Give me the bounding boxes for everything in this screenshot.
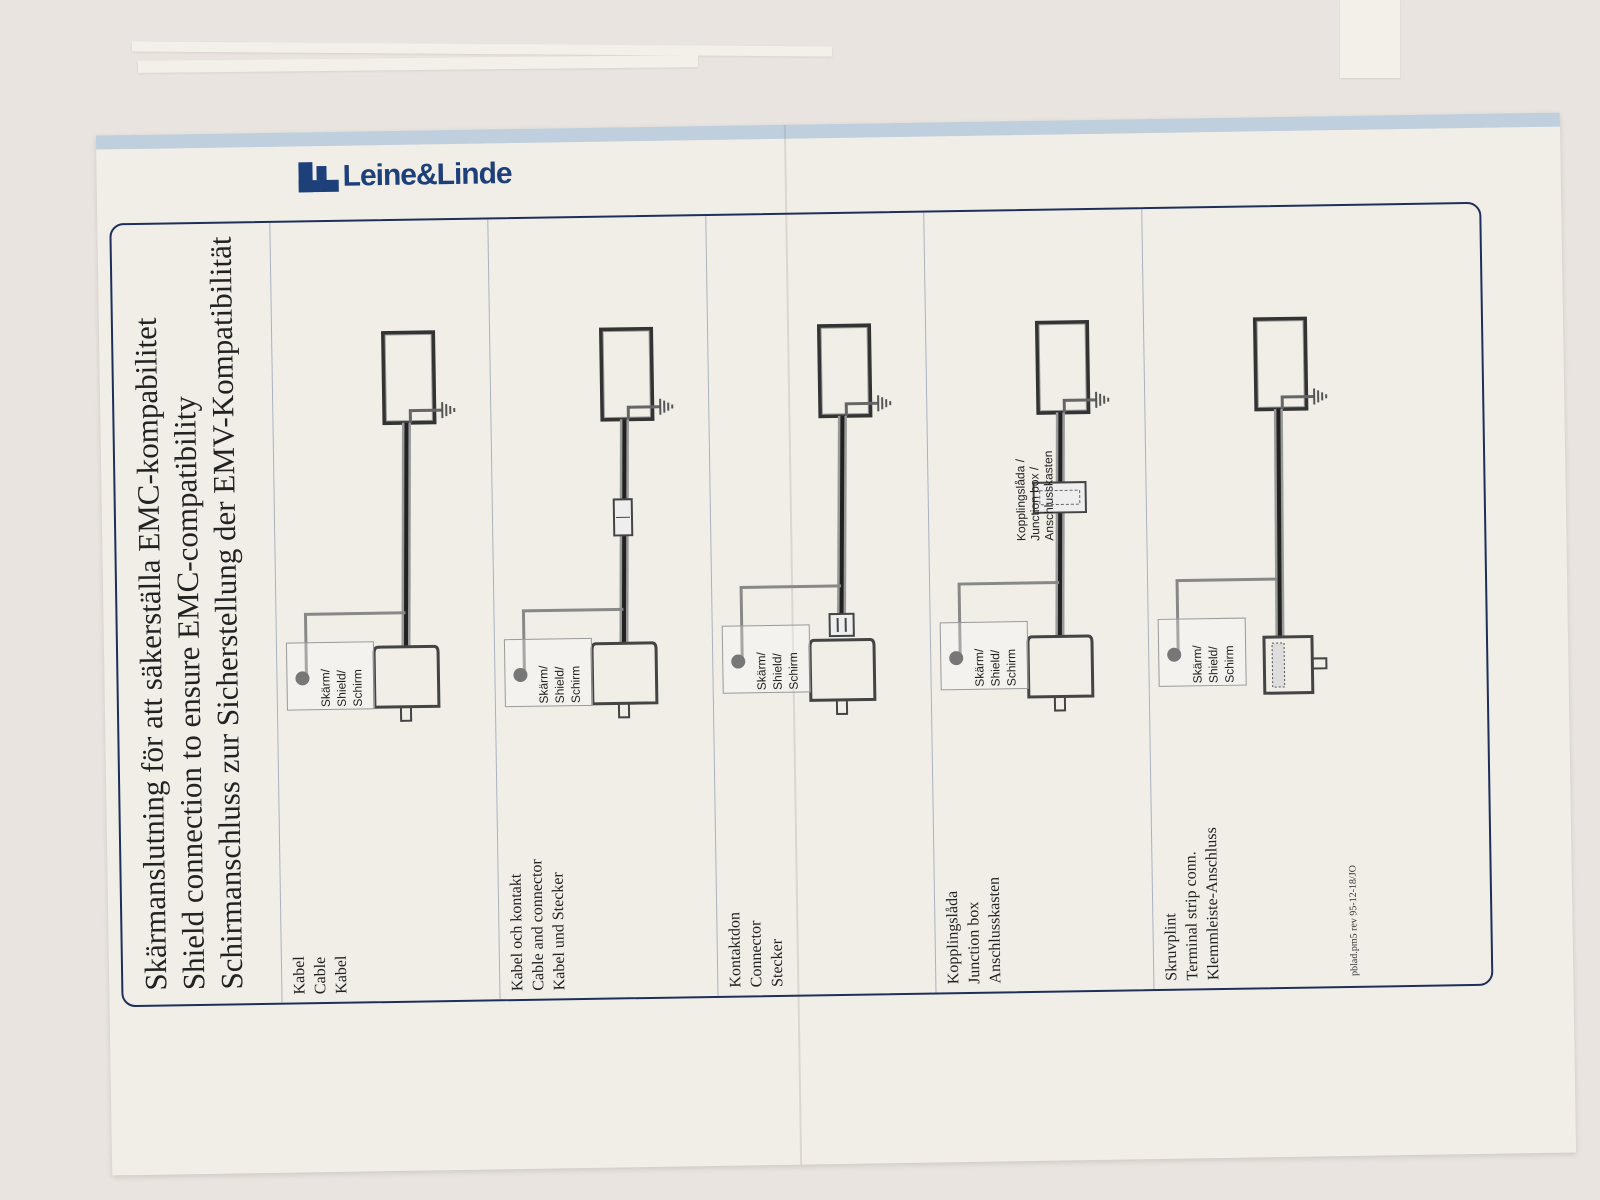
page-title: Skärmanslutning för att säkerställa EMC-… — [119, 223, 281, 1005]
shield-label-box: Skärm/ Shield/ Schirm — [503, 637, 593, 708]
shield-label-german: Schirm — [1222, 645, 1237, 683]
shield-label-swedish: Skärm/ — [1190, 645, 1205, 684]
headline-column: Skärmanslutning för att säkerställa EMC-… — [119, 222, 283, 1006]
connector-diagram — [739, 323, 892, 716]
document-revision-note: pblad.pm5 rev 95-12-18/JO — [1347, 864, 1361, 976]
shield-label-box: Skärm/ Shield/ Schirm — [721, 624, 811, 694]
panel-connector: Kontaktdon Connector Stecker Skärm/ Shie… — [705, 212, 937, 996]
motor-encoder — [808, 637, 877, 716]
shield-label: Skärm/ Shield/ Schirm — [535, 639, 592, 704]
panel-terminal-strip: Skruvplint Terminal strip conn. Klemmlei… — [1141, 206, 1371, 989]
shield-label: Skärm/ Shield/ Schirm — [317, 642, 374, 707]
shield-terminal-icon — [295, 671, 310, 686]
shield-label-english: Shield/ — [552, 666, 567, 704]
ground-icon — [1313, 388, 1328, 405]
panel-junction-box: Kopplingslåda Junction box Anschlusskast… — [923, 209, 1155, 993]
shield-ground-wire — [626, 405, 661, 420]
background-paper-sheet — [137, 55, 699, 73]
shield-label-english: Shield/ — [1206, 646, 1221, 684]
shield-terminal-icon — [949, 651, 964, 666]
shield-label: Skärm/ Shield/ Schirm — [971, 622, 1028, 687]
instruction-sheet: Leine&Linde Skärmanslutning för att säke… — [95, 112, 1577, 1176]
terminal-strip-diagram — [1175, 316, 1328, 695]
shield-label: Skärm/ Shield/ Schirm — [1189, 619, 1246, 684]
shield-label-german: Schirm — [1004, 648, 1019, 687]
motor-encoder — [372, 644, 441, 722]
shield-conductor-line — [303, 611, 406, 679]
diagram-frame: Skärmanslutning för att säkerställa EMC-… — [109, 201, 1494, 1008]
ground-icon — [441, 402, 456, 419]
shield-conductor-line — [739, 584, 842, 662]
shield-terminal-icon — [513, 667, 528, 683]
panel-cable-and-connector: Kabel och kontakt Cable and connector Ka… — [487, 215, 719, 1000]
shield-label-box: Skärm/ Shield/ Schirm — [939, 620, 1029, 691]
background-paper-sheet — [131, 41, 833, 57]
encoder-connector — [828, 612, 855, 638]
company-logo: Leine&Linde — [298, 157, 512, 194]
shield-label-german: Schirm — [568, 665, 583, 704]
shield-ground-wire — [844, 401, 879, 416]
sheet-top-band — [95, 112, 1560, 150]
shield-label-swedish: Skärm/ — [754, 652, 769, 691]
shield-label-english: Shield/ — [988, 649, 1003, 687]
shield-conductor-line — [1175, 577, 1278, 655]
junction-box-label: Kopplingslåda / Junction box / Anschluss… — [1012, 390, 1070, 541]
cable-diagram — [303, 330, 456, 722]
junction-box-icon — [1032, 481, 1087, 514]
shield-label-german: Schirm — [786, 652, 801, 690]
junction-box-label-german: Anschlusskasten — [1040, 450, 1057, 541]
ground-icon — [659, 398, 674, 415]
shield-label-swedish: Skärm/ — [318, 668, 333, 708]
shield-label-english: Shield/ — [770, 653, 785, 691]
shield-label: Skärm/ Shield/ Schirm — [753, 625, 810, 690]
shield-terminal-icon — [731, 654, 746, 669]
ground-icon — [877, 395, 892, 412]
shield-ground-wire — [1062, 398, 1097, 413]
shield-terminal-icon — [1167, 647, 1182, 662]
logo-text: Leine&Linde — [342, 157, 512, 193]
shield-label-swedish: Skärm/ — [972, 648, 987, 687]
motor-encoder — [590, 641, 659, 719]
shield-label-english: Shield/ — [334, 669, 349, 707]
shield-ground-wire — [1280, 394, 1315, 409]
shield-label-box: Skärm/ Shield/ Schirm — [285, 641, 375, 711]
shield-label-german: Schirm — [350, 669, 365, 707]
panel-cable: Kabel Cable Kabel Skärm/ Shield/ Schirm — [269, 219, 501, 1003]
background-paper-sheet — [1340, 0, 1400, 78]
ground-icon — [1095, 391, 1110, 408]
cable-connector-diagram — [521, 326, 674, 719]
shield-conductor-line — [957, 580, 1060, 659]
shield-label-box: Skärm/ Shield/ Schirm — [1157, 617, 1247, 687]
junction-box-diagram — [957, 319, 1110, 712]
logo-mark-icon — [298, 162, 339, 193]
motor-encoder — [1026, 634, 1095, 712]
shield-ground-wire — [408, 408, 443, 423]
inline-connector — [612, 498, 634, 537]
shield-conductor-line — [521, 607, 624, 675]
shield-label-swedish: Skärm/ — [536, 665, 551, 704]
terminal-strip-encoder — [1262, 634, 1328, 695]
